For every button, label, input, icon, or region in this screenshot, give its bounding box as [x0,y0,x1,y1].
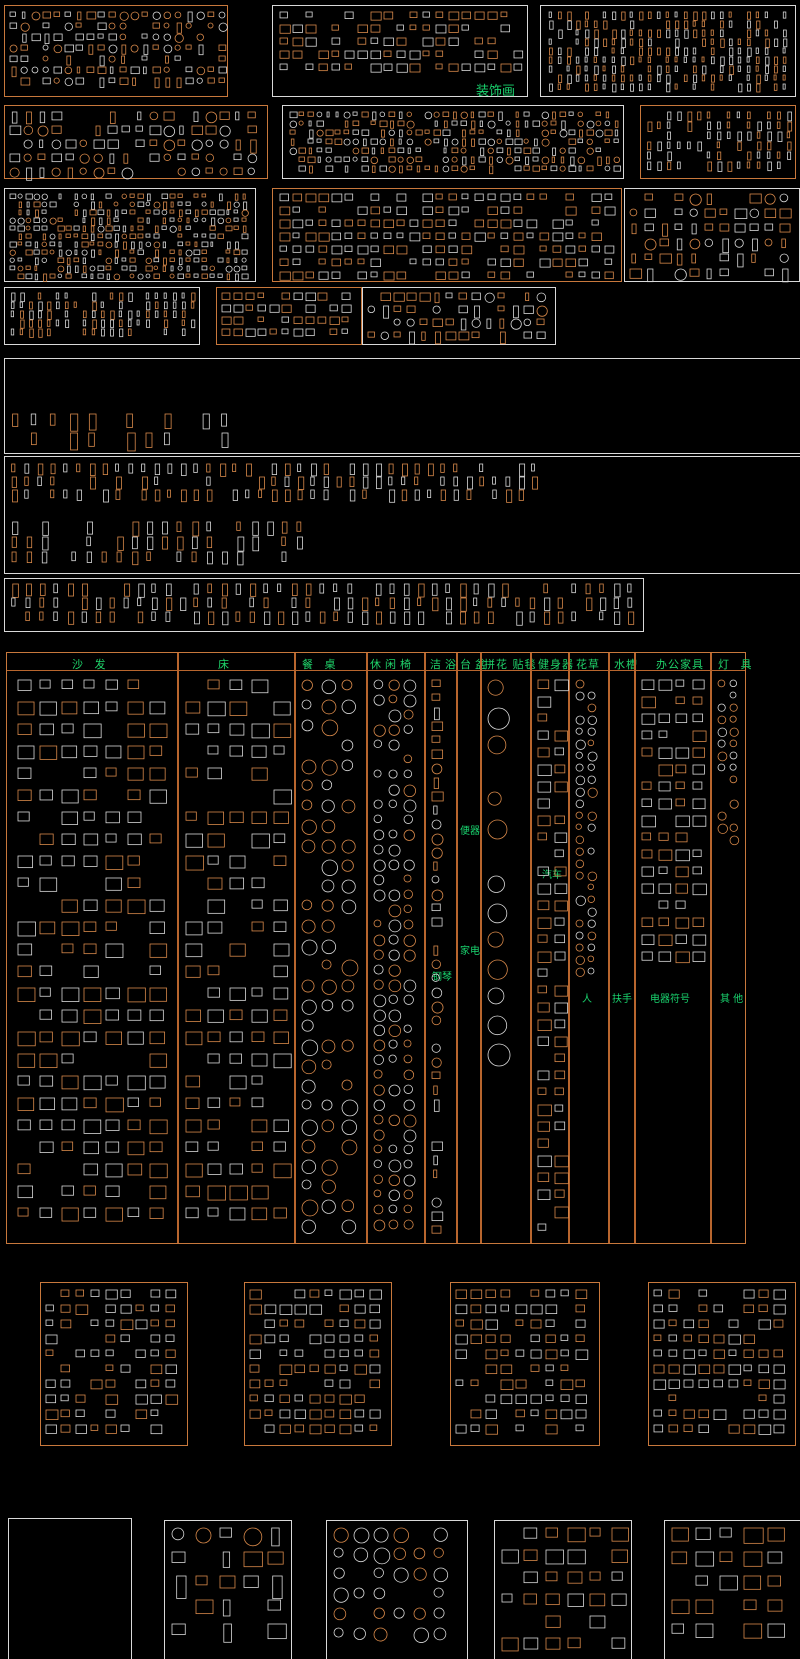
catalog-header-plants: 花草 [576,658,600,671]
legend-table [8,1518,132,1659]
catalog-col-divider [366,653,368,1243]
catalog-header-office: 办公家具 [656,658,704,671]
workstations-block [494,1520,632,1659]
catalog-col-divider [530,653,532,1243]
person-label: 人 [582,994,592,1005]
bathroom-fixtures-block [272,188,622,282]
meeting-tables-block [326,1520,468,1659]
catalog-col-divider [568,653,570,1243]
car-label: 汽车 [542,870,562,881]
catalog-col-divider [294,653,296,1243]
curtains-block [4,578,644,632]
catalog-col-divider [634,653,636,1243]
appliance-label: 家电 [460,946,480,957]
catalog-header-leisure: 休闲椅 [370,658,415,671]
catalog-header-bath: 洁浴 [430,658,460,671]
wardrobe-block [4,287,200,345]
appliance-symbol-label: 电器符号 [650,994,690,1005]
symbol-table-2 [244,1282,392,1446]
lamps-block [282,105,624,179]
bath-fixture-label: 便器 [460,826,480,837]
decor-painting-label: 装饰画 [476,84,516,99]
stair-label: 扶手 [612,994,632,1005]
catalog-col-divider [424,653,426,1243]
furniture-elevation-block [624,188,800,282]
catalog-header-rug: 拼花 贴毯 [484,658,537,671]
other-label: 其 他 [720,994,744,1005]
cabinets-block [640,105,796,179]
piano-label: 钢琴 [432,972,452,983]
desks-block [664,1520,800,1659]
catalog-col-divider [177,653,179,1243]
catalog-col-divider [456,653,458,1243]
screens-block [216,287,362,345]
catalog-header-sofa: 沙 发 [72,658,110,671]
symbol-table-1 [40,1282,188,1446]
catalog-header-row [7,653,745,671]
symbol-table-3 [450,1282,600,1446]
catalog-header-bed: 床 [218,658,233,671]
symbol-table-4 [648,1282,796,1446]
catalog-header-dining: 餐 桌 [302,658,340,671]
doors-elevation-block [4,456,800,574]
people-block [540,5,796,97]
catalog-header-basin: 台盆 [460,658,490,671]
dining-elevation-block [362,287,556,345]
decor-painting-block [272,5,528,97]
catalog-header-fitness: 健身器 [538,658,574,671]
catalog-header-sink: 水槽 [614,658,638,671]
reception-layout-block [164,1520,292,1659]
catalog-col-divider [608,653,610,1243]
ornaments-block [4,188,256,282]
catalog-col-divider [710,653,712,1243]
furniture-plan-catalog [6,652,746,1244]
catalog-header-lighting: 灯 具 [718,658,756,671]
curtain-door-block [4,358,800,454]
appliances-block [4,105,268,179]
catalog-col-divider [480,653,482,1243]
chairs-block [4,5,228,97]
